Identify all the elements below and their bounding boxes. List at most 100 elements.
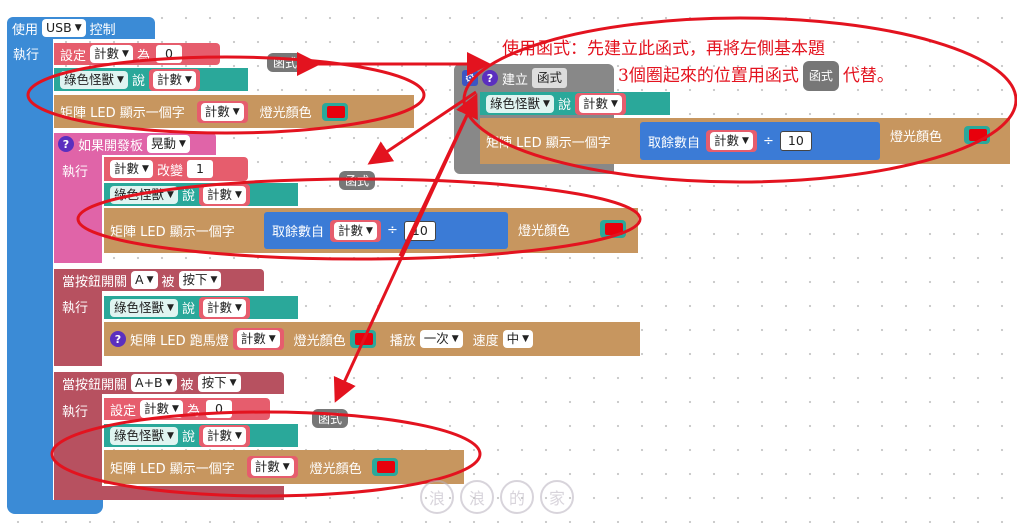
speed-label: 速度 — [472, 333, 499, 349]
chevron-down-icon: ▼ — [742, 136, 749, 146]
led-color-swatch[interactable] — [349, 330, 376, 348]
help-icon[interactable]: ? — [58, 136, 74, 152]
help-icon[interactable]: ? — [110, 331, 126, 347]
set-counter-block-2[interactable]: 設定 計數▼ 為 0 — [104, 398, 270, 420]
pressed-label: 被 — [180, 377, 194, 393]
ten-number[interactable]: 10 — [403, 220, 436, 241]
sprite-dropdown[interactable]: 綠色怪獸▼ — [110, 298, 178, 317]
chevron-down-icon: ▼ — [184, 74, 192, 85]
mod-block[interactable]: 取餘數自 計數▼ ÷ 10 — [264, 212, 508, 249]
led-color-swatch[interactable] — [964, 126, 990, 144]
led-show-char-block-2[interactable]: 矩陣 LED 顯示一個字 取餘數自 計數▼ ÷ 10 燈光顏色 — [104, 208, 638, 253]
usb-dropdown[interactable]: USB▼ — [42, 19, 86, 37]
sprite-say-block-4[interactable]: 綠色怪獸▼ 說 計數▼ — [104, 424, 298, 447]
sprite-dropdown[interactable]: 綠色怪獸▼ — [110, 185, 178, 204]
chevron-down-icon: ▼ — [282, 462, 290, 472]
when-button-label: 當按鈕開關 — [62, 274, 128, 290]
chevron-down-icon: ▼ — [142, 164, 149, 174]
say-label: 說 — [131, 74, 145, 89]
zero-number[interactable]: 0 — [155, 45, 182, 63]
chevron-down-icon: ▼ — [122, 49, 129, 59]
chevron-down-icon: ▼ — [167, 189, 174, 200]
sprite-say-block-3[interactable]: 綠色怪獸▼ 說 計數▼ — [104, 296, 298, 319]
button-ab-exec-label: 執行 — [62, 405, 89, 420]
annotation-line-2a: 3個圈起來的位置用函式 — [618, 66, 799, 86]
use-usb-control-footer — [7, 500, 103, 514]
pressed-dropdown[interactable]: 按下▼ — [197, 374, 241, 392]
counter-var[interactable]: 計數▼ — [198, 296, 250, 319]
mod-block[interactable]: 取餘數自 計數▼ ÷ 10 — [640, 122, 880, 160]
led-color-swatch[interactable] — [600, 220, 626, 238]
sprite-dropdown[interactable]: 綠色怪獸▼ — [110, 426, 178, 445]
led-color-swatch[interactable] — [321, 102, 348, 121]
set-label: 設定 — [60, 48, 87, 64]
led-show-char-label: 矩陣 LED 顯示一個字 — [486, 135, 611, 151]
ten-number[interactable]: 10 — [779, 131, 812, 151]
chevron-down-icon: ▼ — [172, 404, 179, 414]
counter-var-dropdown[interactable]: 計數▼ — [90, 45, 133, 63]
one-number[interactable]: 1 — [186, 160, 213, 178]
counter-var[interactable]: 計數▼ — [232, 328, 284, 350]
change-counter-block[interactable]: 計數▼ 改變 1 — [104, 157, 248, 181]
set-counter-block[interactable]: 設定 計數▼ 為 0 — [54, 43, 220, 65]
annotation-line-2b: 代替。 — [842, 66, 894, 86]
chevron-down-icon: ▼ — [165, 378, 173, 388]
watermark: 浪 浪 的 家 — [420, 480, 574, 514]
counter-var[interactable]: 計數▼ — [574, 92, 626, 115]
help-icon[interactable]: ? — [482, 70, 498, 86]
gear-icon[interactable]: ⚙ — [462, 70, 478, 86]
chevron-down-icon: ▼ — [229, 378, 237, 388]
when-button-ab-footer — [54, 486, 284, 500]
led-show-char-label: 矩陣 LED 顯示一個字 — [60, 106, 185, 121]
counter-var[interactable]: 計數▼ — [330, 219, 381, 242]
counter-var[interactable]: 計數▼ — [198, 183, 250, 206]
counter-var[interactable]: 計數▼ — [196, 100, 248, 123]
chevron-down-icon: ▼ — [610, 98, 618, 109]
divide-label: ÷ — [386, 223, 398, 238]
pressed-label: 被 — [161, 274, 175, 290]
counter-var[interactable]: 計數▼ — [198, 424, 250, 447]
counter-var[interactable]: 計數▼ — [148, 68, 200, 91]
exec-label: 執行 — [13, 48, 40, 63]
function-callout-2: 函式 — [339, 171, 376, 190]
speed-dropdown[interactable]: 中▼ — [502, 330, 534, 348]
zero-number[interactable]: 0 — [205, 400, 232, 418]
counter-var[interactable]: 計數▼ — [246, 456, 298, 478]
led-color-label: 燈光顏色 — [309, 461, 362, 477]
chevron-down-icon: ▼ — [74, 23, 82, 33]
divide-label: ÷ — [762, 133, 774, 149]
func-sprite-say-block[interactable]: 綠色怪獸▼ 說 計數▼ — [480, 92, 670, 115]
watermark-char-3: 的 — [500, 480, 534, 514]
led-marquee-block[interactable]: ? 矩陣 LED 跑馬燈 計數▼ 燈光顏色 播放 一次▼ 速度 中▼ — [104, 322, 640, 356]
button-dropdown[interactable]: A▼ — [131, 271, 158, 289]
play-dropdown[interactable]: 一次▼ — [419, 330, 463, 348]
annotation-function-tag: 函式 — [802, 61, 839, 91]
led-show-char-block-3[interactable]: 矩陣 LED 顯示一個字 計數▼ 燈光顏色 — [104, 450, 464, 484]
chevron-down-icon: ▼ — [522, 334, 530, 344]
chevron-down-icon: ▼ — [146, 275, 154, 285]
shake-dropdown[interactable]: 晃動▼ — [147, 135, 190, 153]
chevron-down-icon: ▼ — [210, 275, 218, 285]
pressed-dropdown[interactable]: 按下▼ — [178, 271, 222, 289]
sprite-say-block-1[interactable]: 綠色怪獸▼ 說 計數▼ — [54, 68, 248, 91]
led-marquee-label: 矩陣 LED 跑馬燈 — [130, 333, 229, 349]
counter-var-dropdown[interactable]: 計數▼ — [110, 160, 153, 178]
sprite-dropdown[interactable]: 綠色怪獸▼ — [486, 94, 554, 113]
say-label: 說 — [181, 189, 195, 204]
func-led-show-char-block[interactable]: 矩陣 LED 顯示一個字 取餘數自 計數▼ ÷ 10 燈光顏色 — [480, 118, 1010, 164]
led-color-swatch[interactable] — [371, 458, 398, 476]
led-show-char-block-1[interactable]: 矩陣 LED 顯示一個字 計數▼ 燈光顏色 — [54, 95, 414, 128]
say-label: 說 — [181, 430, 195, 445]
play-label: 播放 — [389, 333, 416, 349]
sprite-say-block-2[interactable]: 綠色怪獸▼ 說 計數▼ — [104, 183, 298, 206]
function-name-field[interactable]: 函式 — [532, 68, 568, 88]
button-dropdown[interactable]: A+B▼ — [131, 374, 177, 392]
counter-var[interactable]: 計數▼ — [706, 130, 757, 152]
led-color-label: 燈光顏色 — [518, 224, 571, 239]
sprite-dropdown[interactable]: 綠色怪獸▼ — [60, 70, 128, 89]
annotation-line-1: 使用函式：先建立此函式，再將左側基本題 — [502, 39, 825, 59]
counter-var-dropdown[interactable]: 計數▼ — [140, 400, 183, 418]
when-button-a-body — [54, 291, 102, 366]
function-callout-3: 函式 — [312, 409, 349, 428]
if-exec-label: 執行 — [62, 165, 89, 180]
